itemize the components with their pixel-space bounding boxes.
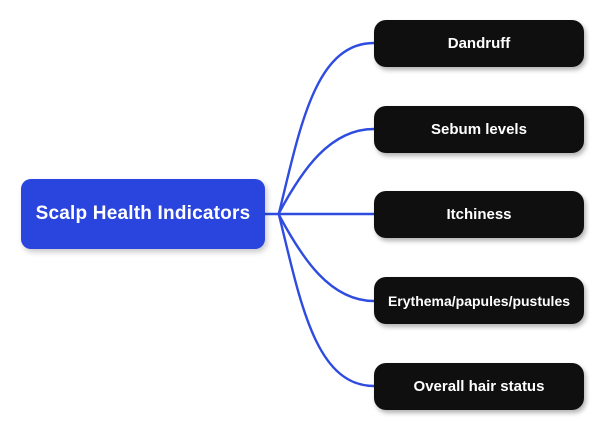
connector-line-overall — [277, 213, 376, 388]
child-node-label: Overall hair status — [413, 378, 545, 395]
root-node-scalp-health-indicators[interactable]: Scalp Health Indicators — [21, 179, 265, 249]
child-node-label: Itchiness — [446, 206, 512, 223]
connector-line-erythema — [277, 213, 376, 303]
connector-line-sebum — [277, 127, 376, 215]
child-node-erythema-papules-pustules[interactable]: Erythema/papules/pustules — [374, 277, 584, 324]
child-node-itchiness[interactable]: Itchiness — [374, 191, 584, 238]
child-node-sebum-levels[interactable]: Sebum levels — [374, 106, 584, 153]
child-node-dandruff[interactable]: Dandruff — [374, 20, 584, 67]
child-node-label: Erythema/papules/pustules — [387, 292, 571, 309]
child-node-label: Dandruff — [447, 35, 511, 52]
root-node-label: Scalp Health Indicators — [35, 203, 251, 224]
connector-line-dandruff — [277, 41, 376, 215]
child-node-overall-hair-status[interactable]: Overall hair status — [374, 363, 584, 410]
child-node-label: Sebum levels — [431, 121, 527, 138]
